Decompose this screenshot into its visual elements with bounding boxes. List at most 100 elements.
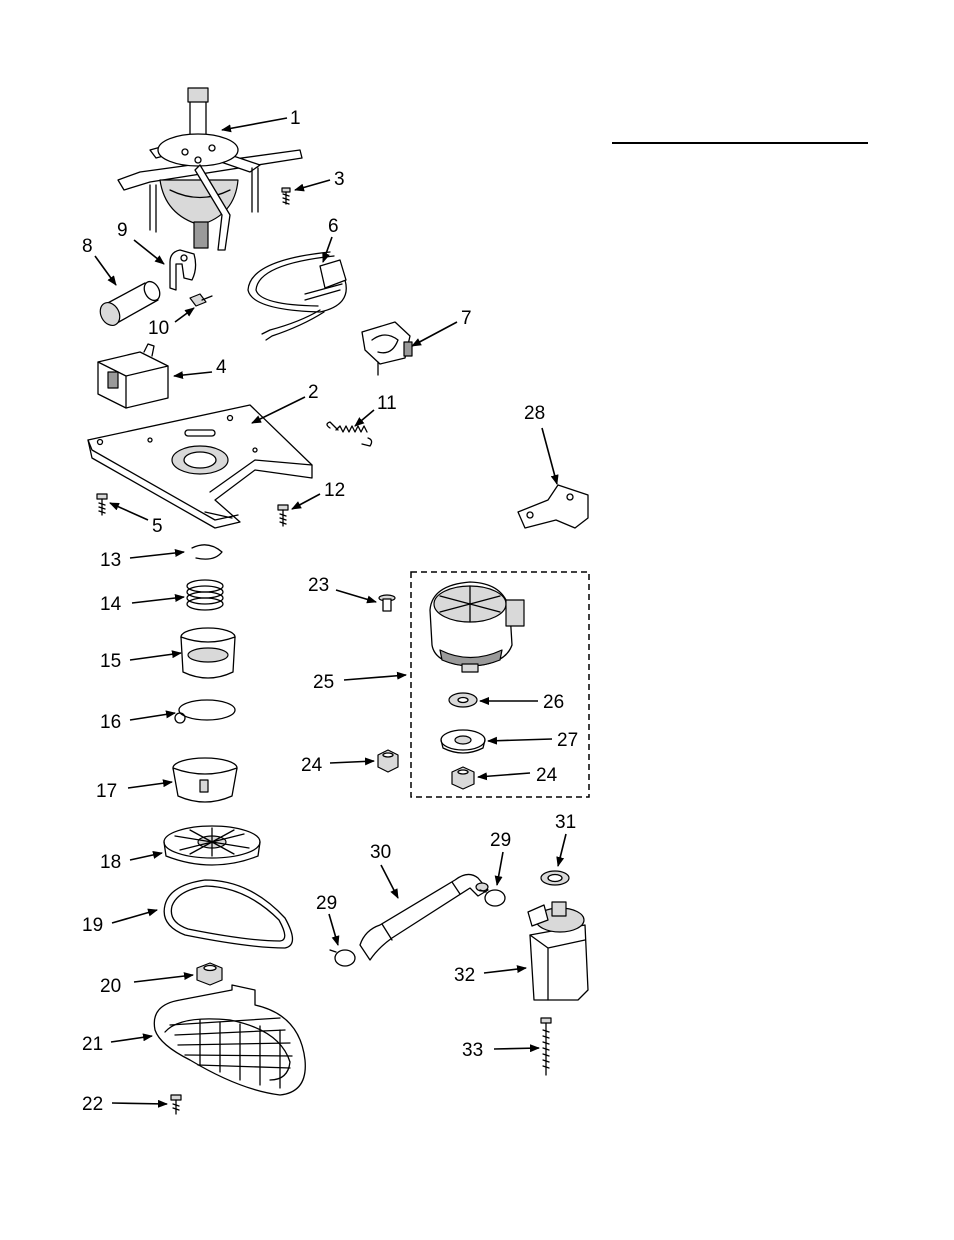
callout-23: 23 [308,575,329,596]
callout-5: 5 [152,516,163,537]
leader-7 [412,322,457,346]
callout-21: 21 [82,1034,103,1055]
callout-16: 16 [100,712,121,733]
callout-10: 10 [148,318,169,339]
leader-5 [110,503,148,520]
leader-14 [132,597,184,603]
callout-13: 13 [100,550,121,571]
leader-24a [330,761,374,763]
part-15-hub-drawing [181,628,235,678]
part-7-clip-drawing [362,322,412,375]
leader-4 [174,372,212,376]
callout-20: 20 [100,976,121,997]
part-31-seal-drawing [541,871,569,885]
callout-3: 3 [334,169,345,190]
part-30-hose-drawing [360,874,488,960]
leader-2 [252,397,305,423]
callout-28: 28 [524,403,545,424]
part-25-motor-drawing [430,582,524,672]
callout-25: 25 [313,672,334,693]
callout-19: 19 [82,915,103,936]
part-27-motor-pulley-drawing [441,730,485,753]
leader-22 [112,1103,167,1104]
part-17-drive-tube-drawing [173,758,237,802]
leader-29b [497,852,503,885]
callout-2: 2 [308,382,319,403]
leader-25 [344,675,406,680]
leader-11 [355,410,374,426]
part-22-screw-drawing [171,1095,181,1114]
part-23-bolt-drawing [379,595,395,611]
callout-29-right: 29 [490,830,511,851]
callout-17: 17 [96,781,117,802]
leader-17 [128,782,172,788]
callout-29-left: 29 [316,893,337,914]
callout-24-left: 24 [301,755,323,776]
leader-21 [111,1036,152,1042]
leader-12 [292,494,320,509]
leader-6 [323,237,332,262]
callout-30: 30 [370,842,391,863]
callout-26: 26 [543,692,564,713]
part-11-spring-drawing [327,422,372,446]
leader-10 [175,308,194,322]
leader-33 [494,1048,539,1049]
part-26-washer-drawing [449,693,477,707]
callout-31: 31 [555,812,576,833]
leader-16 [130,713,175,720]
leader-29a [329,914,338,945]
callout-24-right: 24 [536,765,558,786]
part-20-nut-drawing [197,963,222,985]
callout-7: 7 [461,308,472,329]
leader-31 [558,834,566,866]
callout-4: 4 [216,357,227,378]
callout-9: 9 [117,220,128,241]
leader-20 [134,975,193,982]
part-29-clamp-left-drawing [330,950,355,966]
leader-8 [95,256,116,285]
leader-9 [134,240,164,264]
part-14-spring-clutch-drawing [187,580,223,610]
callout-1: 1 [290,108,301,129]
part-33-long-screw-drawing [541,1018,551,1075]
leader-15 [130,653,181,660]
part-3-screw-drawing [282,188,290,204]
part-12-screw-drawing [278,505,288,526]
leader-18 [130,853,162,860]
part-28-bracket-drawing [518,485,588,528]
callout-14: 14 [100,594,122,615]
callout-32: 32 [454,965,475,986]
part-24-nut-right-drawing [452,767,474,789]
part-10-screw-drawing [190,294,212,306]
part-6-harness-drawing [248,252,346,340]
part-4-switch-drawing [98,344,168,408]
part-19-belt-drawing [164,880,292,948]
callout-11: 11 [377,393,397,414]
callout-15: 15 [100,651,121,672]
part-18-pulley-drawing [164,826,260,865]
callout-27: 27 [557,730,578,751]
part-1-transmission-drawing [118,88,302,250]
callout-18: 18 [100,852,121,873]
part-32-pump-drawing [528,902,588,1000]
part-13-ring-drawing [192,545,222,559]
part-21-belt-guard-drawing [154,985,305,1095]
callout-6: 6 [328,216,339,237]
leader-23 [336,590,376,602]
leader-24b [478,773,530,777]
callout-33: 33 [462,1040,483,1061]
part-16-clamp-ring-drawing [175,700,235,723]
leader-3 [295,180,330,190]
part-24-nut-left-drawing [378,750,398,772]
leader-27 [488,739,552,741]
leader-30 [381,865,398,898]
part-5-screw-drawing [97,494,107,515]
leader-19 [112,910,157,923]
leader-28 [542,428,557,484]
part-9-bracket-drawing [170,250,196,290]
leader-13 [130,552,184,558]
callout-12: 12 [324,480,345,501]
callout-8: 8 [82,236,93,257]
